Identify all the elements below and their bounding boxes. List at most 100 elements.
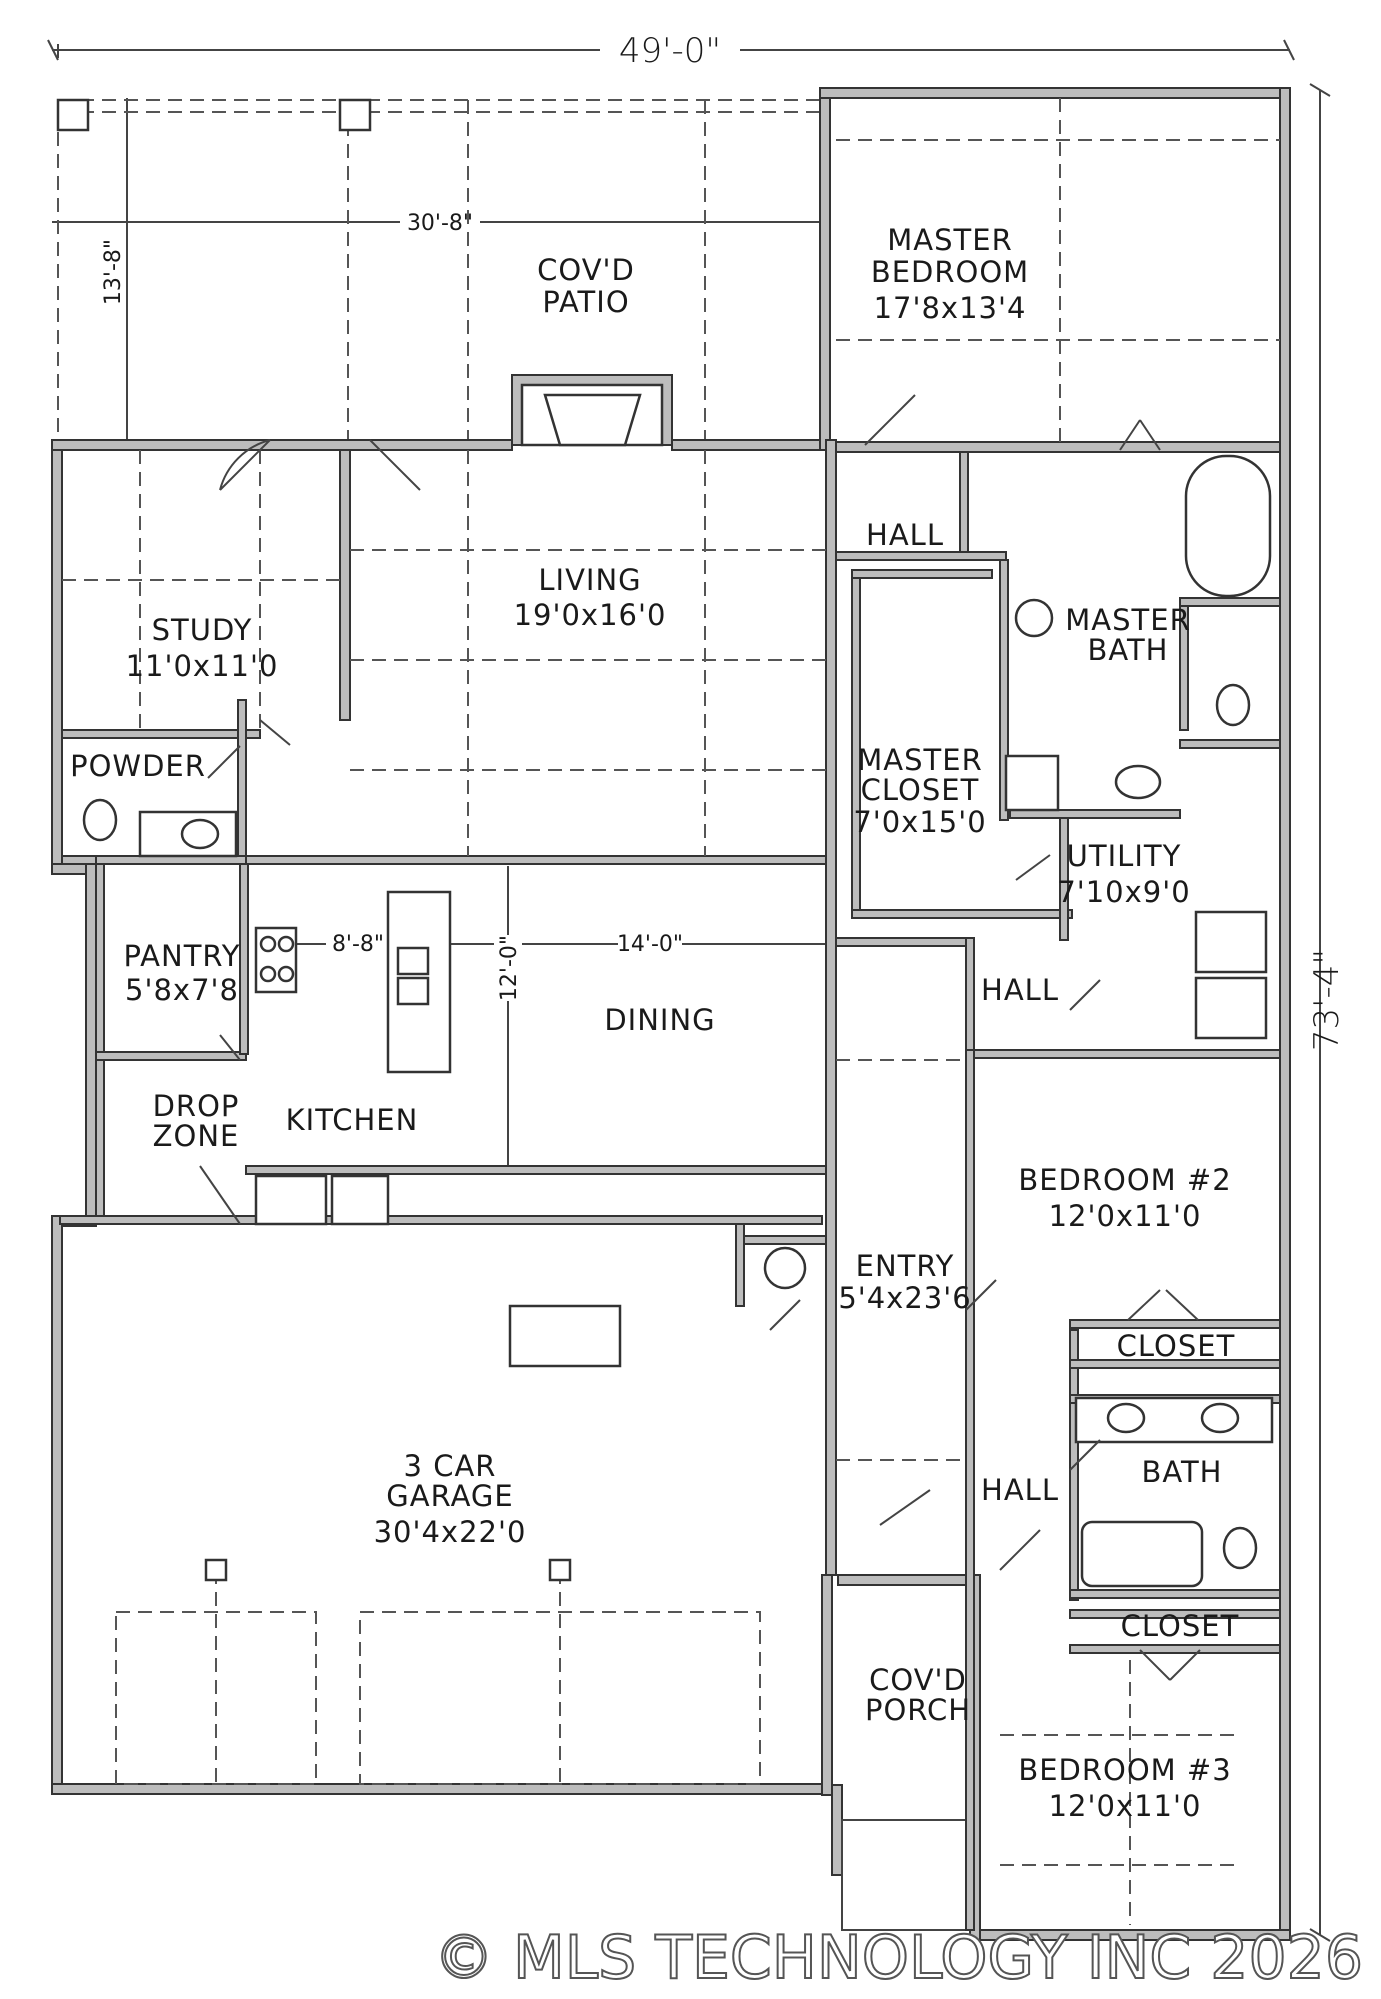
pantry-door: [219, 1034, 241, 1061]
master-vanity-sink: [1114, 764, 1162, 800]
bedroom3-name: BEDROOM #3: [1018, 1753, 1231, 1787]
master-bedroom-size: 17'8x13'4: [874, 291, 1027, 325]
front-door: [879, 1489, 931, 1526]
patio-name-1: COV'D: [537, 253, 635, 287]
patio-column-right: [338, 98, 372, 132]
master-closet-name-2: CLOSET: [861, 773, 980, 807]
master-toilet: [1215, 683, 1251, 727]
dining-width-dimension: 14'-0": [508, 930, 825, 957]
porch-name-1: COV'D: [869, 1663, 967, 1697]
patio-door-right: [369, 439, 421, 491]
fireplace: [511, 374, 673, 447]
closet3-name: CLOSET: [1121, 1609, 1240, 1643]
bath-door: [1069, 1439, 1101, 1471]
hall-utility-name: HALL: [981, 973, 1059, 1007]
master-sink: [1014, 598, 1054, 638]
garage-size: 30'4x22'0: [374, 1515, 527, 1549]
bedroom2-door: [965, 1279, 997, 1311]
closet3-doors: [1139, 1649, 1201, 1681]
bedroom2-name: BEDROOM #2: [1018, 1163, 1231, 1197]
hall-bath-name: HALL: [981, 1473, 1059, 1507]
study-door: [259, 719, 291, 746]
dining-depth-label: 12'-0": [497, 935, 522, 1001]
kitchen-cabinet-1: [254, 1174, 328, 1226]
study-size: 11'0x11'0: [126, 649, 279, 683]
kitchen-sink-right: [396, 976, 430, 1006]
doors: [199, 394, 1201, 1681]
powder-sink: [180, 818, 220, 850]
overall-depth-label: 73'-4": [1307, 949, 1347, 1051]
pantry-size: 5'8x7'8: [125, 973, 239, 1007]
bedroom2-size: 12'0x11'0: [1049, 1199, 1202, 1233]
garage-name-1: 3 CAR: [404, 1449, 497, 1483]
garage-attic-access: [508, 1304, 622, 1368]
overall-depth-dimension: 73'-4": [1307, 83, 1347, 1942]
master-bath-door: [1119, 419, 1161, 451]
hall-utility-door: [1069, 979, 1101, 1011]
patio-column-left: [56, 98, 90, 132]
entry-size: 5'4x23'6: [838, 1281, 971, 1315]
patio-width-label: 30'-8": [407, 211, 473, 236]
drop-zone-door: [199, 1165, 241, 1225]
bath-sink-right: [1200, 1402, 1240, 1434]
drop-zone-name-2: ZONE: [153, 1119, 240, 1153]
master-bath-name-2: BATH: [1087, 633, 1168, 667]
dining-depth-dimension: 12'-0": [494, 866, 522, 1168]
overall-width-label: 49'-0": [619, 31, 721, 71]
porch-name-2: PORCH: [865, 1693, 971, 1727]
master-vanity: [1004, 754, 1060, 812]
patio-width-dimension: 30'-8": [52, 208, 828, 236]
powder-door: [207, 745, 241, 779]
patio-door-left: [219, 439, 271, 491]
kitchen-width-dimension: 8'-8": [255, 930, 508, 957]
bathtub-freestanding: [1184, 454, 1272, 598]
bedroom3-size: 12'0x11'0: [1049, 1789, 1202, 1823]
master-bath-name-1: MASTER: [1065, 603, 1190, 637]
utility-size: 7'10x9'0: [1057, 875, 1190, 909]
kitchen-name: KITCHEN: [286, 1103, 419, 1137]
powder-toilet: [82, 798, 118, 842]
bath-name: BATH: [1141, 1455, 1222, 1489]
master-closet-size: 7'0x15'0: [853, 805, 986, 839]
room-labels: COV'D PATIO MASTER BEDROOM 17'8x13'4 HAL…: [70, 223, 1240, 1823]
watermark: © MLS TECHNOLOGY INC 2026: [434, 1923, 1363, 1993]
washer: [1194, 910, 1268, 974]
dryer: [1194, 976, 1268, 1040]
master-entry-door: [864, 394, 916, 446]
utility-door: [1015, 854, 1051, 881]
closet2-name: CLOSET: [1117, 1329, 1236, 1363]
garage-closet-door: [769, 1299, 801, 1331]
powder-vanity: [138, 810, 238, 858]
kitchen-cabinet-2: [330, 1174, 390, 1226]
living-size: 19'0x16'0: [514, 598, 667, 632]
water-heater: [763, 1246, 807, 1290]
master-closet-name-1: MASTER: [857, 743, 982, 777]
overall-width-dimension: 49'-0": [47, 31, 1295, 71]
hall-master-name: HALL: [866, 518, 944, 552]
bathtub: [1080, 1520, 1204, 1588]
ceiling-lines: [62, 98, 1280, 1925]
bath-sink-left: [1106, 1402, 1146, 1434]
fixtures: [82, 454, 1274, 1588]
bath-vanity: [1074, 1396, 1274, 1444]
pantry-name: PANTRY: [124, 939, 241, 973]
garage-name-2: GARAGE: [386, 1479, 513, 1513]
study-name: STUDY: [152, 613, 253, 647]
master-bedroom-name-1: MASTER: [887, 223, 1012, 257]
master-bedroom-name-2: BEDROOM: [871, 255, 1029, 289]
dining-name: DINING: [604, 1003, 715, 1037]
closet2-doors: [1127, 1289, 1199, 1321]
living-name: LIVING: [538, 563, 641, 597]
covered-patio: [56, 98, 829, 447]
kitchen-width-label: 8'-8": [332, 932, 384, 957]
powder-name: POWDER: [70, 749, 206, 783]
bedroom3-hall-door: [999, 1529, 1041, 1571]
patio-depth-dimension: 13'-8": [101, 98, 128, 440]
bath-toilet: [1222, 1526, 1258, 1570]
patio-name-2: PATIO: [542, 285, 629, 319]
patio-depth-label: 13'-8": [101, 239, 126, 305]
entry-name: ENTRY: [856, 1249, 955, 1283]
dining-width-label: 14'-0": [617, 932, 683, 957]
drop-zone-name-1: DROP: [153, 1089, 240, 1123]
